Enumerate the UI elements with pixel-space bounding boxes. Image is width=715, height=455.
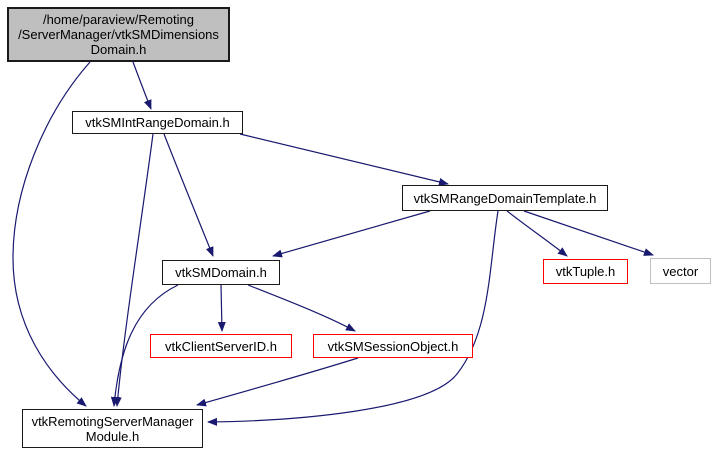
node-tuple[interactable]: vtkTuple.h [543, 259, 628, 284]
edge-template-to-vector [523, 210, 654, 256]
edge-main-to-intrange [132, 61, 152, 110]
node-module[interactable]: vtkRemotingServerManager Module.h [22, 409, 203, 448]
node-intrange[interactable]: vtkSMIntRangeDomain.h [72, 111, 243, 134]
edge-template-to-module [207, 210, 499, 426]
edge-smdomain-to-sessionobject [247, 284, 356, 332]
edge-intrange-to-module [113, 133, 154, 407]
node-template[interactable]: vtkSMRangeDomainTemplate.h [402, 185, 608, 211]
node-vector: vector [650, 258, 711, 284]
edge-intrange-to-smdomain [163, 133, 214, 257]
node-smdomain[interactable]: vtkSMDomain.h [162, 260, 280, 285]
edge-smdomain-to-clientserverid [217, 284, 226, 332]
node-main: /home/paraview/Remoting /ServerManager/v… [7, 7, 230, 62]
edge-sessionobject-to-module [196, 357, 359, 407]
edge-template-to-tuple [506, 210, 568, 257]
edge-intrange-to-template [239, 133, 449, 186]
node-sessionobject[interactable]: vtkSMSessionObject.h [313, 334, 473, 358]
edge-template-to-smdomain [272, 210, 431, 258]
node-clientserverid[interactable]: vtkClientServerID.h [150, 334, 292, 358]
